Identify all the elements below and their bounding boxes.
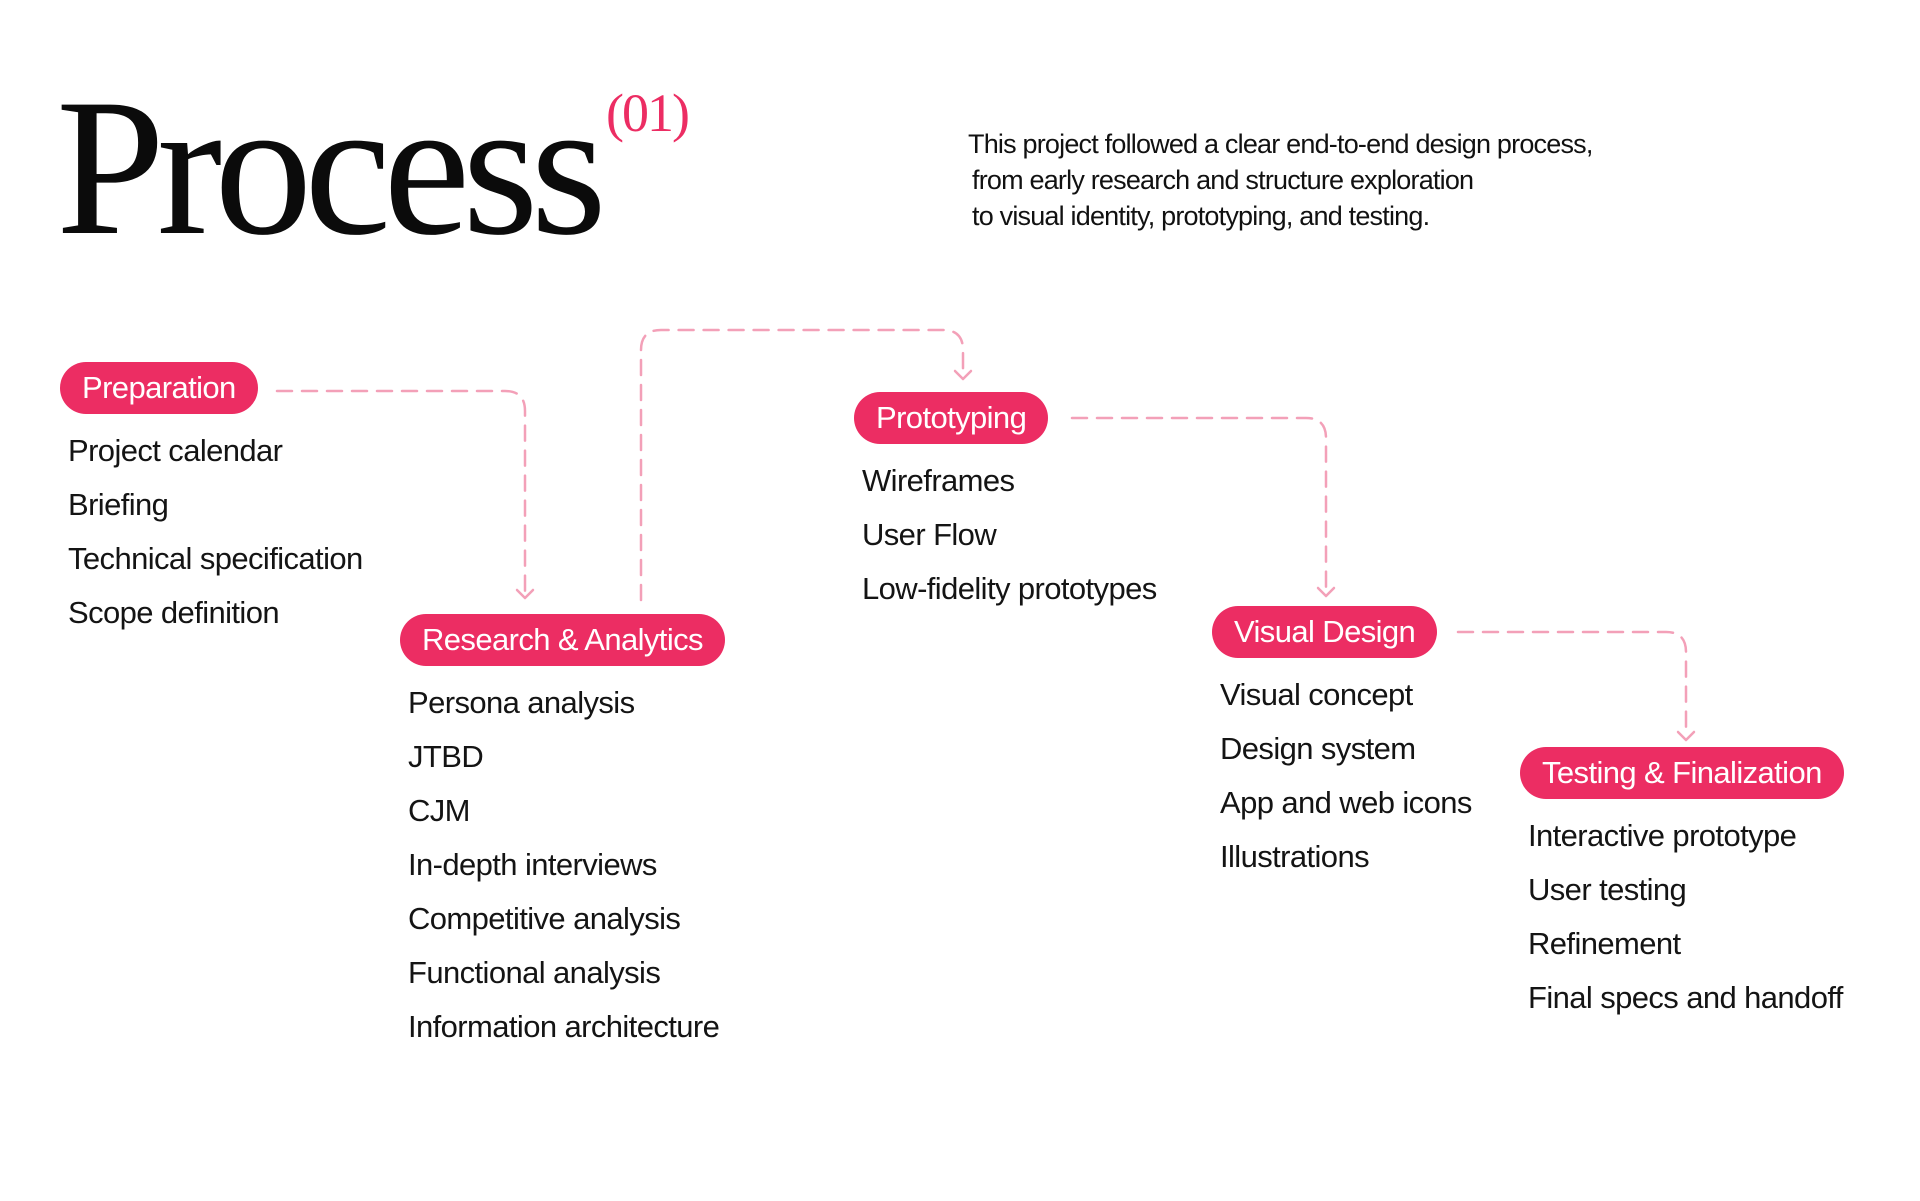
connector-prototyping-to-visual-design	[1070, 416, 1328, 594]
intro-line: from early research and structure explor…	[972, 165, 1474, 195]
stage-items: Persona analysis JTBD CJM In-depth inter…	[400, 676, 725, 1054]
stage-research-analytics: Research & Analytics Persona analysis JT…	[400, 614, 725, 1054]
connector-lines	[275, 328, 1688, 736]
stage-label-pill: Visual Design	[1212, 606, 1438, 658]
stage-items: Wireframes User Flow Low-fidelity protot…	[854, 454, 1157, 616]
list-item: Wireframes	[862, 463, 1015, 498]
stage-label-pill: Prototyping	[854, 392, 1049, 444]
list-item: Scope definition	[68, 595, 280, 630]
list-item: Illustrations	[1220, 839, 1370, 874]
list-item: CJM	[408, 793, 471, 828]
list-item: Information architecture	[408, 1009, 720, 1044]
list-item: User Flow	[862, 517, 997, 552]
page-title: Process	[56, 59, 607, 276]
arrowhead-down-icon	[1316, 586, 1336, 598]
list-item: Design system	[1220, 731, 1416, 766]
arrowhead-down-icon	[953, 369, 973, 381]
list-item: JTBD	[408, 739, 484, 774]
stage-testing-finalization: Testing & Finalization Interactive proto…	[1520, 747, 1844, 1025]
list-item: Functional analysis	[408, 955, 661, 990]
stage-items: Project calendar Briefing Technical spec…	[60, 424, 363, 640]
stage-label-pill: Testing & Finalization	[1520, 747, 1844, 799]
list-item: Low-fidelity prototypes	[862, 571, 1157, 606]
stage-label-pill: Research & Analytics	[400, 614, 725, 666]
stage-visual-design: Visual Design Visual concept Design syst…	[1212, 606, 1472, 884]
stage-preparation: Preparation Project calendar Briefing Te…	[60, 362, 363, 640]
connector-preparation-to-research	[275, 389, 527, 597]
section-number: (01)	[606, 83, 690, 143]
list-item: Project calendar	[68, 433, 283, 468]
list-item: User testing	[1528, 872, 1687, 907]
stage-label-pill: Preparation	[60, 362, 258, 414]
arrowhead-down-icon	[515, 588, 535, 600]
list-item: Briefing	[68, 487, 169, 522]
intro-text: This project followed a clear end-to-end…	[968, 126, 1688, 234]
list-item: Interactive prototype	[1528, 818, 1797, 853]
list-item: Refinement	[1528, 926, 1681, 961]
intro-line: to visual identity, prototyping, and tes…	[972, 201, 1430, 231]
stage-items: Visual concept Design system App and web…	[1212, 668, 1472, 884]
list-item: Final specs and handoff	[1528, 980, 1843, 1015]
connector-research-to-prototyping	[639, 328, 965, 602]
list-item: Technical specification	[68, 541, 363, 576]
connector-arrowheads	[515, 369, 1696, 742]
stage-prototyping: Prototyping Wireframes User Flow Low-fid…	[854, 392, 1157, 616]
list-item: Visual concept	[1220, 677, 1413, 712]
list-item: In-depth interviews	[408, 847, 657, 882]
intro-line: This project followed a clear end-to-end…	[968, 129, 1593, 159]
list-item: Persona analysis	[408, 685, 635, 720]
list-item: Competitive analysis	[408, 901, 681, 936]
connector-visual-design-to-testing	[1456, 630, 1688, 736]
list-item: App and web icons	[1220, 785, 1472, 820]
stage-items: Interactive prototype User testing Refin…	[1520, 809, 1844, 1025]
arrowhead-down-icon	[1676, 730, 1696, 742]
